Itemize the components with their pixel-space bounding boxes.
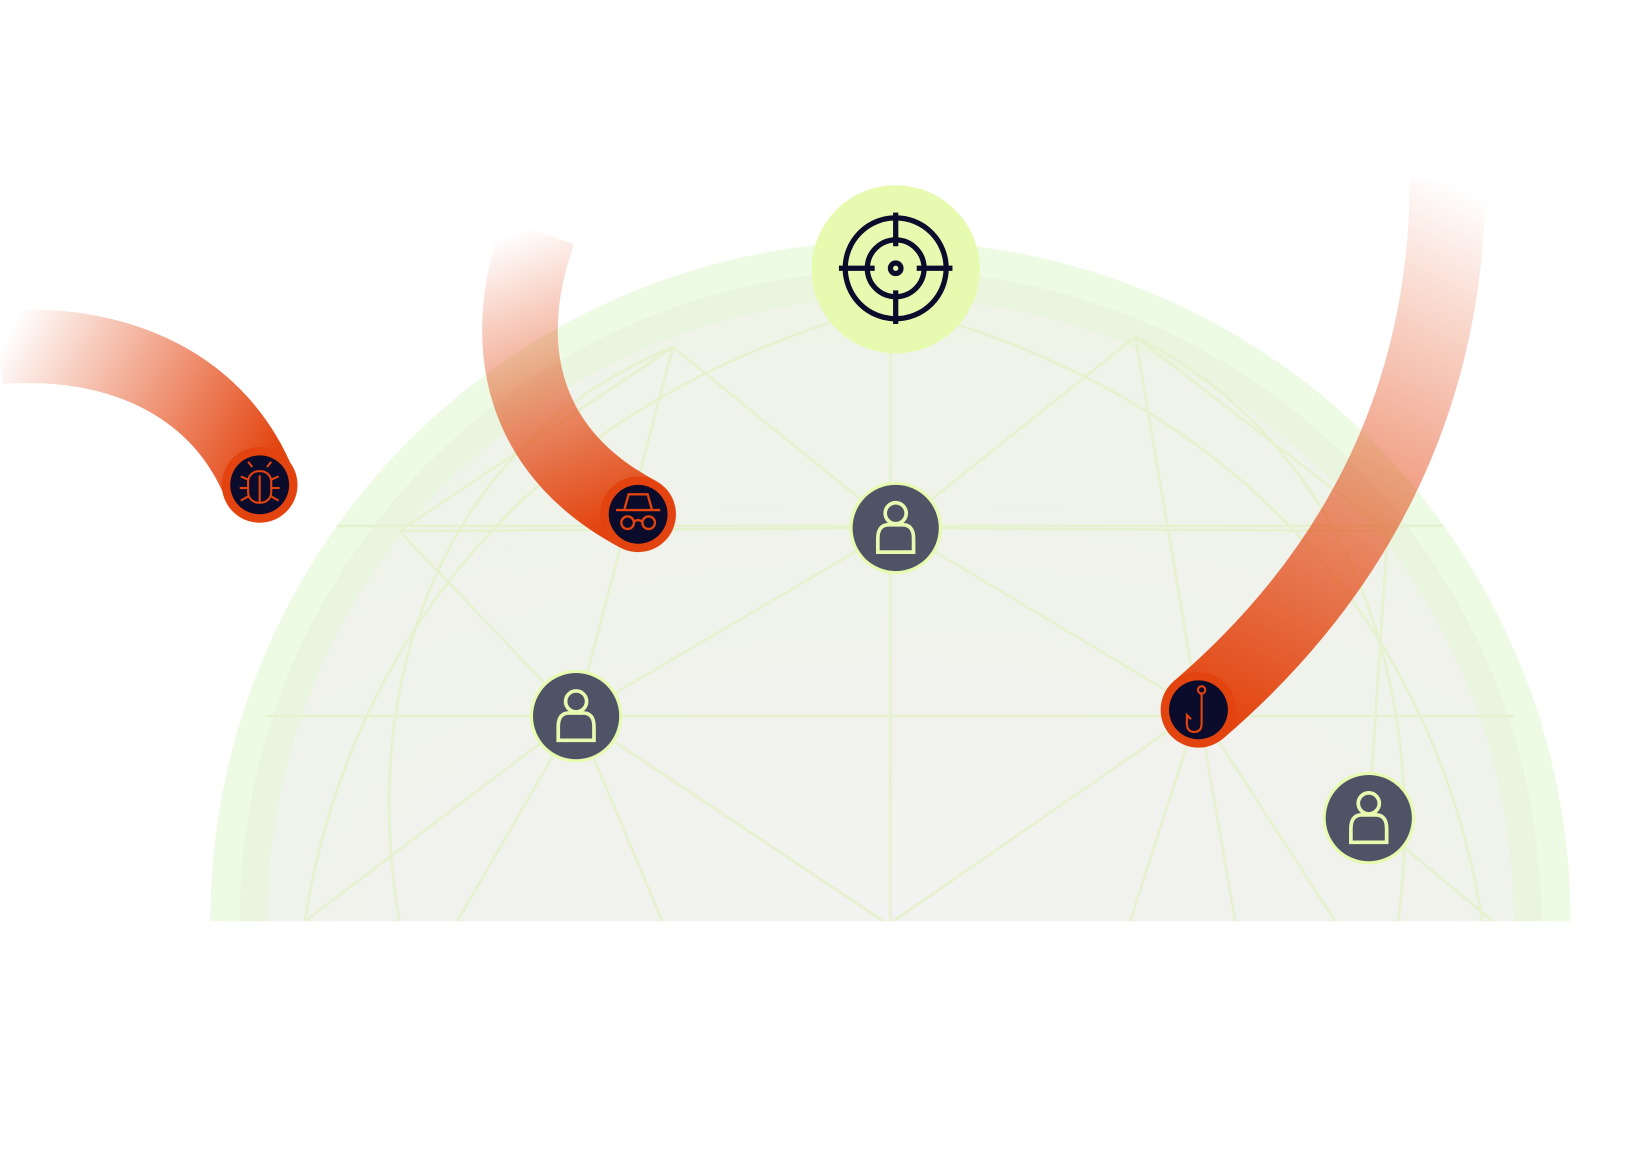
user-node[interactable] <box>529 669 623 763</box>
spy-threat-trail <box>482 219 657 548</box>
bug-icon <box>239 461 280 504</box>
bug-threat-node[interactable] <box>221 447 298 523</box>
crosshair-target-icon <box>838 212 953 325</box>
phishing-threat-trail <box>1173 178 1486 739</box>
phishing-threat-node[interactable] <box>1160 671 1237 748</box>
user-icon <box>875 500 916 554</box>
phishing-hook-icon <box>1185 685 1207 733</box>
bug-threat-trail <box>0 309 294 500</box>
spy-icon <box>616 493 661 531</box>
user-icon <box>556 689 596 743</box>
user-icon <box>1349 791 1389 845</box>
user-node[interactable] <box>849 481 942 575</box>
spy-threat-node[interactable] <box>600 476 676 553</box>
user-node[interactable] <box>1322 771 1416 865</box>
target-node[interactable] <box>811 185 980 354</box>
